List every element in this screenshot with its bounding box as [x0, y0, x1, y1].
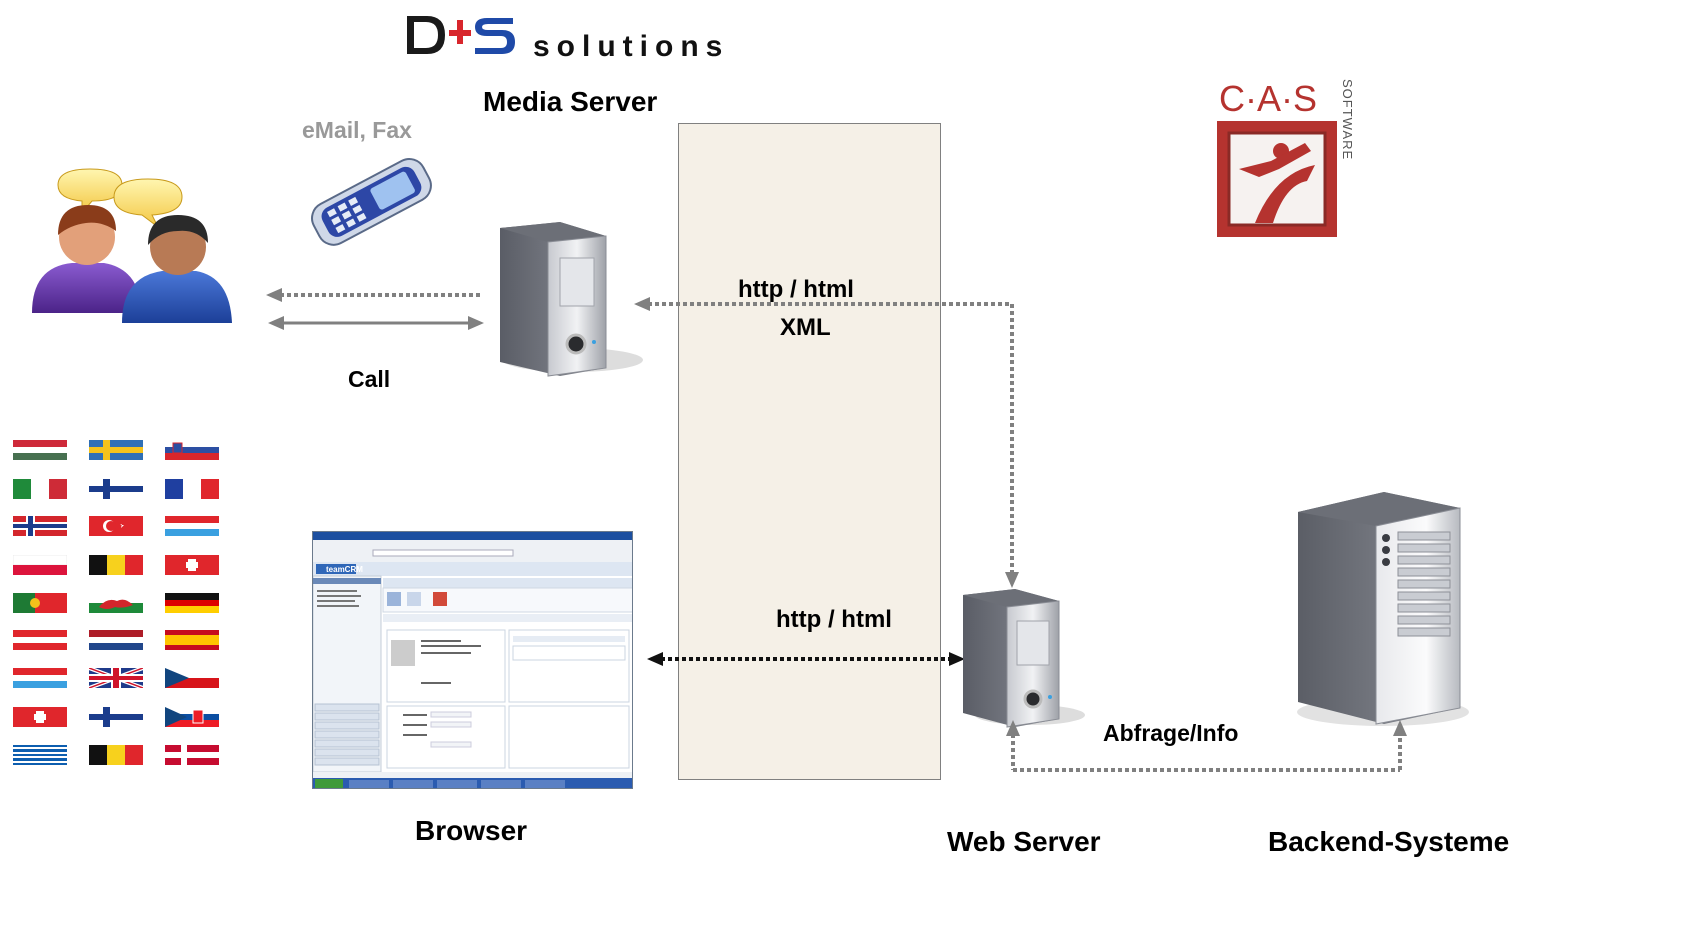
portugal-flag-icon [13, 593, 67, 613]
hungary-flag-icon [13, 440, 67, 460]
luxembourg-flag-icon [13, 668, 67, 688]
abfrage-info-label: Abfrage/Info [1103, 720, 1239, 746]
media-web-connector [634, 297, 1019, 588]
poland-flag-icon [13, 555, 67, 575]
spain-flag-icon [165, 630, 219, 650]
http-html-xml-label-line2: XML [780, 314, 831, 341]
email-fax-label: eMail, Fax [302, 117, 412, 143]
media-server-label: Media Server [483, 86, 658, 117]
two-users-chatting-icon [32, 168, 232, 323]
user-media-arrows [266, 288, 484, 330]
finland-flag-icon [89, 707, 143, 727]
finland-flag-icon [89, 479, 143, 499]
austria-flag-icon [13, 630, 67, 650]
slovakia-flag-icon [165, 707, 219, 727]
greece-flag-icon [13, 745, 67, 765]
web-backend-connector [1006, 720, 1407, 772]
czech-flag-icon [165, 668, 219, 688]
backend-systeme-label: Backend-Systeme [1268, 826, 1510, 857]
italy-flag-icon [13, 479, 67, 499]
wales-flag-icon [89, 593, 143, 613]
switzerland-flag-icon [165, 555, 219, 575]
belgium-flag-icon [89, 555, 143, 575]
cas-side-text: SOFTWARE [1340, 79, 1355, 160]
web-server-tower-icon [963, 589, 1085, 728]
denmark-flag-icon [165, 745, 219, 765]
norway-flag-icon [13, 516, 67, 536]
turkey-flag-icon [89, 516, 143, 536]
media-server-tower-icon [500, 222, 643, 377]
sweden-flag-icon [89, 440, 143, 460]
slovenia-flag-icon [165, 440, 219, 460]
backend-server-rack-icon [1297, 492, 1469, 726]
crm-app-thumbnail: teamCRM [313, 532, 632, 788]
cas-brand-text: C·A·S [1219, 78, 1317, 119]
germany-flag-icon [165, 593, 219, 613]
http-html-label: http / html [776, 606, 892, 633]
mobile-phone-icon [311, 157, 432, 246]
call-label: Call [348, 366, 391, 392]
belgium-flag-icon [89, 745, 143, 765]
crm-app-name: teamCRM [326, 565, 363, 574]
http-html-xml-label-line1: http / html [738, 276, 854, 303]
netherlands-flag-icon [89, 630, 143, 650]
firewall-zone [678, 123, 941, 780]
france-flag-icon [165, 479, 219, 499]
web-server-label: Web Server [947, 826, 1101, 857]
cas-software-logo: C·A·S SOFTWARE [1217, 78, 1355, 237]
browser-screenshot: teamCRM [312, 531, 633, 789]
dhs-brand-text: solutions [533, 30, 730, 63]
browser-label: Browser [415, 815, 528, 846]
uk-flag-icon [89, 668, 143, 688]
browser-web-arrow [647, 652, 965, 666]
dhs-mark-icon [407, 16, 515, 54]
luxembourg-flag-icon [165, 516, 219, 536]
switzerland-flag-icon [13, 707, 67, 727]
